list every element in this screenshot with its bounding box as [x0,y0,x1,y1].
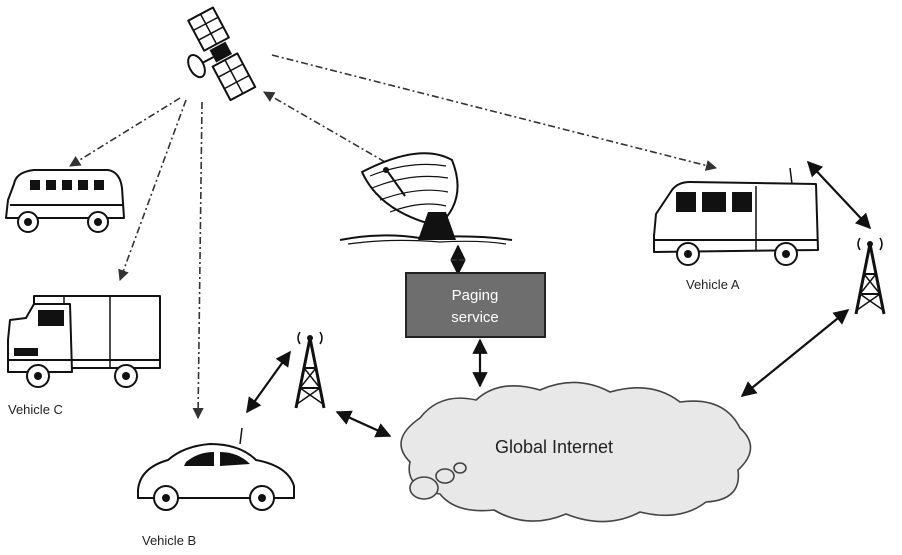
cloud-icon: Global Internet [400,381,752,523]
link-tower-internet-right [740,309,850,397]
link-satellite-car [192,101,204,420]
network-links [246,160,872,438]
paging-label-line2: service [451,309,499,326]
paging-label-line1: Paging [452,287,499,304]
satellite-links [69,54,718,420]
bus-icon [5,169,125,233]
vehicle-a-label: Vehicle A [686,277,740,292]
paging-service-box: Paging service [405,272,546,338]
vehicle-c-label: Vehicle C [8,402,63,417]
truck-icon [7,295,161,388]
link-satellite-truck [118,99,187,282]
van-icon [653,167,819,266]
radio-tower-icon [294,331,326,409]
car-icon [137,427,295,511]
link-tower-car [246,350,291,414]
cloud-label: Global Internet [495,437,613,457]
link-tower-internet [335,410,392,438]
satellite-dish-icon [339,152,513,245]
link-satellite-bus [69,97,181,167]
vehicle-b-label: Vehicle B [142,533,196,548]
radio-tower-icon [854,237,886,315]
link-satellite-van [271,54,718,171]
satellite-icon [187,6,257,102]
link-van-tower [806,160,872,230]
link-dish-satellite [263,91,386,163]
